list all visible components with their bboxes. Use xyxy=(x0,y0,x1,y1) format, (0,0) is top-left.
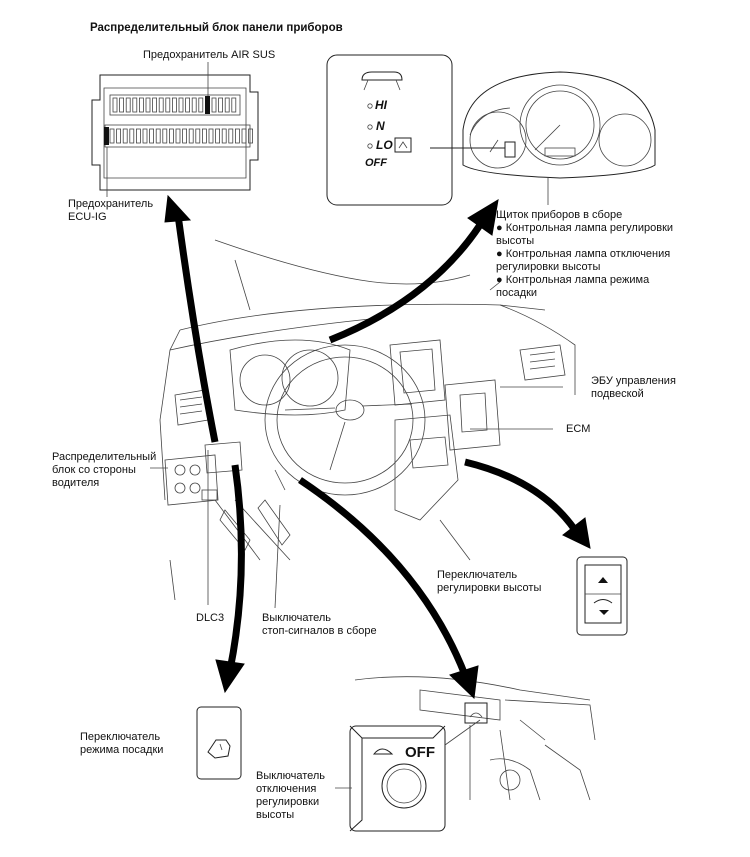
arrows xyxy=(164,194,591,700)
diagram-title: Распределительный блок панели приборов xyxy=(90,22,343,34)
label-combination-meter: Щиток приборов в сборе ● Контрольная лам… xyxy=(496,209,674,299)
boarding-mode-switch-drawing xyxy=(196,706,242,780)
label-ecm: ECM xyxy=(566,423,591,435)
label-height-off-switch: Выключатель отключения регулировки высот… xyxy=(256,770,326,821)
label-fuse-ecu-ig: Предохранитель ECU-IG xyxy=(68,198,154,223)
label-stop-light-switch: Выключатель стоп-сигналов в сборе xyxy=(262,612,377,637)
indicator-n: N xyxy=(376,119,385,133)
label-fuse-air-sus: Предохранитель AIR SUS xyxy=(143,49,276,61)
instrument-panel-junction-block xyxy=(91,62,259,197)
label-suspension-ecu: ЭБУ управления подвеской xyxy=(591,375,676,400)
air-sus-fuse-marker xyxy=(205,96,210,114)
ecu-ig-fuse-marker xyxy=(104,127,109,145)
indicator-off: OFF xyxy=(365,157,387,169)
label-dlc3: DLC3 xyxy=(196,612,225,624)
height-control-switch-drawing xyxy=(576,556,628,636)
dashboard-drawing xyxy=(159,239,576,601)
label-height-control-switch: Переключатель регулировки высоты xyxy=(437,569,542,594)
height-off-switch-drawing xyxy=(349,719,481,832)
leader-lines xyxy=(150,281,563,789)
indicator-hi: HI xyxy=(375,98,387,112)
indicator-lo: LO xyxy=(376,138,393,152)
indicator-panel xyxy=(326,54,453,206)
combination-meter-drawing xyxy=(430,71,656,205)
console-drawing xyxy=(354,676,596,801)
off-switch-label: OFF xyxy=(405,744,435,761)
label-boarding-mode-switch: Переключатель режима посадки xyxy=(80,731,164,756)
label-driver-junction-block: Распределительный блок со стороны водите… xyxy=(52,451,157,489)
